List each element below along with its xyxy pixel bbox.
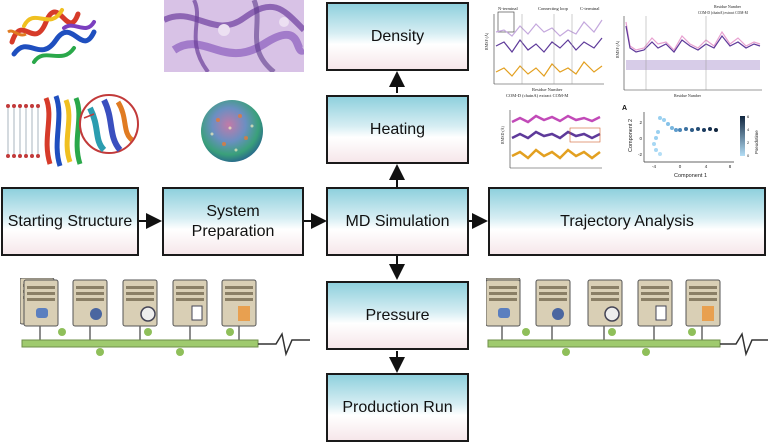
- server-network-icon-right: [486, 278, 768, 357]
- rmsf2-xlabel: Residue Number: [674, 93, 702, 98]
- trajectory-analysis-label: Trajectory Analysis: [560, 212, 694, 230]
- md-simulation-label: MD Simulation: [345, 212, 450, 230]
- pca-colorbar: [740, 116, 745, 156]
- density-label: Density: [370, 27, 425, 45]
- tissue-image-icon: [164, 0, 304, 72]
- heating-box: Heating: [326, 95, 469, 164]
- rmsd-ylabel: RMSD (Å): [500, 125, 505, 144]
- membrane-protein-icon: [6, 94, 139, 167]
- pca-cbar-tick: 4: [747, 127, 750, 132]
- starting-structure-box: Starting Structure: [1, 187, 139, 256]
- pca-cbar-tick: 2: [747, 140, 750, 145]
- pca-x-tick: 8: [729, 164, 732, 169]
- pca-x-tick: -4: [652, 164, 656, 169]
- rmsf2-legend: COM-D (chainA) extract COM-M: [698, 11, 749, 15]
- rmsf-plot-icon: N-terminal Connecting loop C-terminal RM…: [484, 2, 606, 98]
- pca-colorbar-label: Pseudotime: [754, 130, 759, 154]
- rmsf-legend: COM-D (chainA) extract COM-M: [506, 93, 568, 98]
- rmsf2-label-top: Residue Number: [714, 4, 742, 9]
- pressure-box: Pressure: [326, 281, 469, 350]
- solvated-sphere-icon: [201, 100, 263, 162]
- pca-panel-label: A: [622, 105, 627, 112]
- pca-points: [652, 116, 718, 156]
- rmsf-ylabel: RMSF (Å): [484, 32, 489, 50]
- pca-y-tick: -2: [638, 152, 642, 157]
- pca-cbar-tick: 0: [747, 153, 750, 158]
- pca-ylabel: Component 2: [628, 119, 634, 152]
- production-run-box: Production Run: [326, 373, 469, 442]
- starting-structure-label: Starting Structure: [7, 212, 133, 230]
- md-simulation-box: MD Simulation: [326, 187, 469, 256]
- pca-plot-icon: A Component 2 2 0 -2 -4 0 4 8 Component …: [620, 102, 762, 180]
- pca-y-ticks: 2 0 -2: [638, 120, 643, 157]
- rmsf-plot-icon-right: Residue Number COM-D (chainA) extract CO…: [614, 2, 764, 98]
- system-preparation-label: System Preparation: [191, 202, 275, 240]
- pca-x-ticks: -4 0 4 8: [652, 164, 732, 169]
- pca-y-tick: 0: [639, 136, 642, 141]
- rmsf-xlabel: Residue Number: [532, 87, 563, 92]
- rmsf2-ylabel: RMSF (Å): [615, 40, 620, 58]
- pca-y-tick: 2: [639, 120, 642, 125]
- pca-cbar-tick: 6: [747, 114, 750, 119]
- pca-x-tick: 4: [705, 164, 708, 169]
- rmsf-title-left: N-terminal: [498, 6, 518, 11]
- pressure-label: Pressure: [365, 306, 430, 324]
- rmsf-title-mid: Connecting loop: [538, 6, 569, 11]
- rmsd-plot-icon: RMSD (Å): [500, 104, 604, 172]
- rmsf-title-right: C-terminal: [580, 6, 600, 11]
- heating-label: Heating: [369, 120, 426, 138]
- production-run-label: Production Run: [342, 398, 453, 416]
- trajectory-analysis-box: Trajectory Analysis: [488, 187, 766, 256]
- pca-xlabel: Component 1: [674, 173, 707, 179]
- density-box: Density: [326, 2, 469, 71]
- protein-ribbon-icon: [7, 8, 97, 64]
- server-network-icon: [20, 278, 310, 357]
- pca-cbar-ticks: 0 2 4 6: [747, 114, 750, 158]
- pca-x-tick: 0: [679, 164, 682, 169]
- system-preparation-box: System Preparation: [162, 187, 304, 256]
